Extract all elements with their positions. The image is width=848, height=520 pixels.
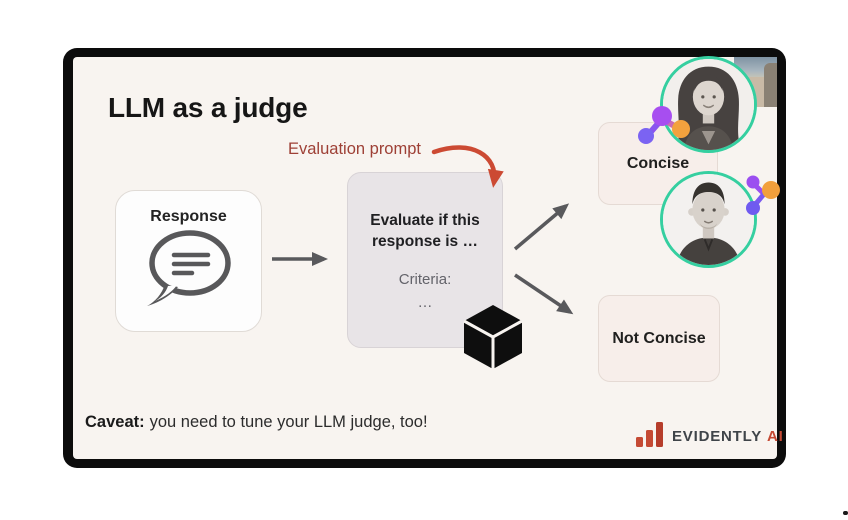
- criteria-label: Criteria:: [398, 270, 452, 288]
- webcam-person: [764, 63, 777, 107]
- slide-title: LLM as a judge: [108, 92, 308, 123]
- avatar-man: [660, 171, 757, 268]
- response-box: Response: [115, 190, 262, 332]
- not-concise-label: Not Concise: [612, 329, 706, 347]
- evidently-ai-logo: EVIDENTLY AI: [636, 421, 784, 447]
- woman-portrait-image: [663, 59, 754, 150]
- outcome-box-not-concise: Not Concise: [598, 295, 720, 382]
- logo-brand-text: EVIDENTLY: [672, 428, 763, 445]
- molecule-decoration-icon: [746, 175, 780, 215]
- avatar-woman: [660, 56, 757, 153]
- caveat-text: you need to tune your LLM judge, too!: [149, 413, 428, 431]
- evaluation-prompt-label: Evaluation prompt: [288, 140, 421, 158]
- concise-label: Concise: [626, 154, 690, 172]
- caveat-label: Caveat:: [85, 413, 145, 431]
- molecule-decoration-icon: [638, 106, 690, 144]
- cursor-artifact: [843, 511, 848, 515]
- man-portrait-image: [663, 174, 754, 265]
- criteria-ellipsis: …: [417, 293, 433, 311]
- model-cube-icon: [463, 305, 523, 369]
- judge-prompt-text: Evaluate if this response is …: [370, 212, 480, 250]
- response-box-label: Response: [150, 208, 227, 225]
- logo-suffix-text: AI: [767, 428, 784, 445]
- caveat-note: Caveat:you need to tune your LLM judge, …: [85, 413, 428, 432]
- bar-chart-logo-icon: [636, 422, 663, 447]
- chat-bubble-icon: [146, 230, 231, 306]
